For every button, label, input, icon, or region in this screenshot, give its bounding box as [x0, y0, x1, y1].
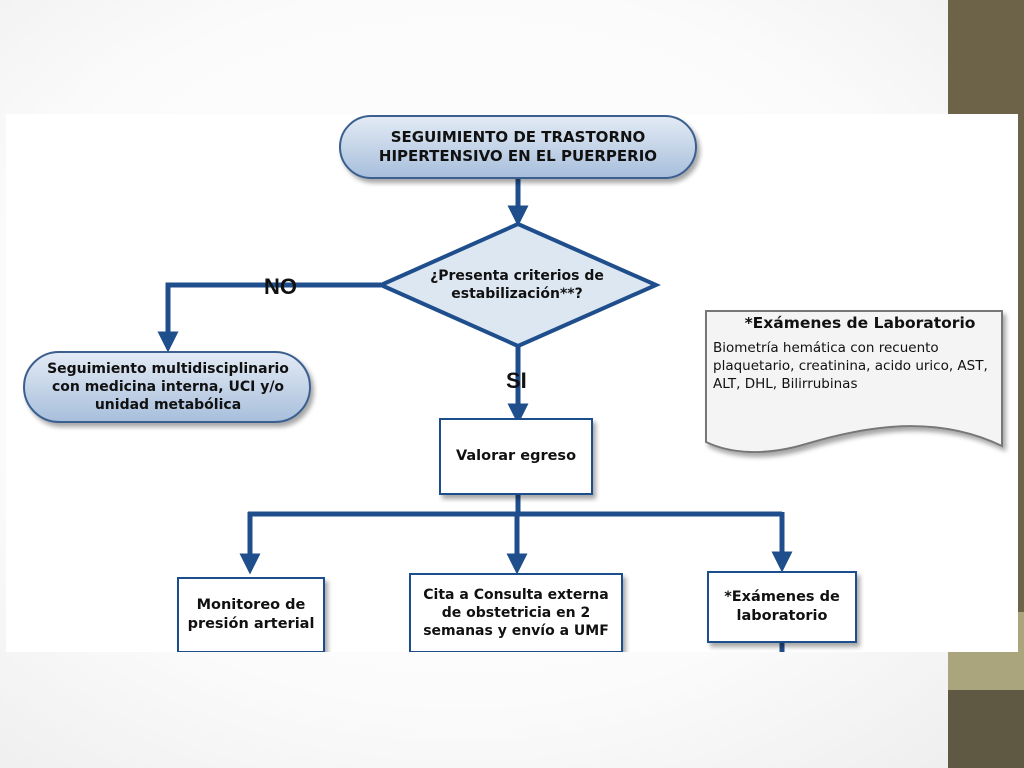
- multidisciplinary-text: Seguimiento multidisciplinario con medic…: [47, 360, 289, 414]
- flowchart-panel: SEGUIMIENTO DE TRASTORNO HIPERTENSIVO EN…: [6, 114, 1018, 652]
- monitoreo-text: Monitoreo de presión arterial: [187, 597, 315, 632]
- arrow-no-branch: [157, 282, 381, 353]
- multidisciplinary-terminal: [23, 351, 311, 423]
- valorar-egreso-box: [439, 418, 593, 495]
- monitoreo-box: [177, 577, 325, 652]
- label-no: NO: [264, 274, 297, 299]
- flowchart-canvas: [23, 115, 1003, 652]
- decorative-bar-bottom: [948, 690, 1024, 768]
- cita-box: [409, 573, 623, 652]
- valorar-egreso-text: Valorar egreso: [455, 448, 577, 465]
- label-si: SI: [506, 368, 527, 393]
- lab-note-title: *Exámenes de Laboratorio: [744, 314, 976, 332]
- examenes-text: *Exámenes de laboratorio: [724, 589, 840, 624]
- lab-note-document: [705, 310, 1003, 454]
- examenes-box: [707, 571, 857, 643]
- start-title: SEGUIMIENTO DE TRASTORNO HIPERTENSIVO EN…: [378, 127, 658, 166]
- start-terminal: [339, 115, 697, 179]
- decision-text: ¿Presenta criterios de estabilización**?: [430, 267, 604, 302]
- lab-note-body: Biometría hemática con recuento plaqueta…: [713, 340, 988, 392]
- cita-text: Cita a Consulta externa de obstetricia e…: [423, 586, 609, 640]
- decision-diamond: [376, 221, 661, 349]
